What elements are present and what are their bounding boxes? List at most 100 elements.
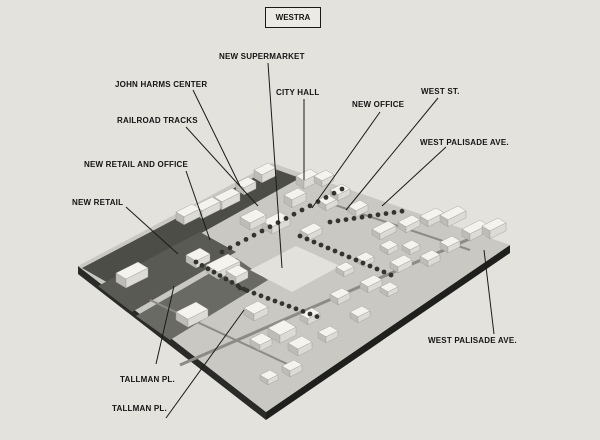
model-tree [351,216,357,221]
model-tree [367,263,373,269]
leader-new-office [311,111,381,209]
leader-john-harms-center [192,89,241,187]
model-tree [314,314,320,319]
model-tree [275,220,281,226]
model-building [175,301,209,328]
model-tree [219,249,225,255]
model-tree [286,303,292,309]
leader-new-retail [125,206,179,255]
street-tallman [149,299,301,371]
model-building [283,187,307,209]
model-tree [307,311,313,317]
town-plaza [250,246,340,292]
model-tree [383,211,389,217]
label-tallman-pl-1: TALLMAN PL. [120,375,175,384]
leader-new-retail-office [185,170,211,241]
model-building [379,281,399,298]
label-city-hall: CITY HALL [276,88,320,97]
model-tree [251,232,257,238]
model-tree [283,216,289,221]
model-tree [299,207,305,213]
leader-tallman-1 [155,285,175,365]
model-tree [335,218,341,224]
label-west-palisade-ave-top: WEST PALISADE AVE. [420,138,509,147]
model-tree [267,224,273,230]
label-new-supermarket: NEW SUPERMARKET [219,52,305,61]
model-building [355,251,375,268]
model-tree [293,306,299,312]
model-tree [235,283,241,289]
model-tree [241,286,247,292]
model-tree [374,266,380,272]
model-building [115,261,149,289]
model-tree [297,233,303,239]
label-john-harms-center: JOHN HARMS CENTER [115,80,208,89]
model-building [249,332,273,352]
model-tree [391,210,397,215]
model-building [185,247,211,269]
model-tree [331,190,337,196]
leader-new-supermarket [267,62,283,269]
leader-tallman-2 [165,309,245,419]
model-tree [229,280,235,285]
leader-west-palisade-right [483,249,495,335]
model-building [287,335,313,357]
railroad-strip [82,168,300,284]
model-tree [217,273,223,278]
model-tree [272,298,278,304]
model-building [243,300,269,322]
model-building [225,264,249,285]
model-tree [205,266,211,272]
model-tree [223,276,229,282]
model-building [481,217,507,240]
model-tree [243,237,249,242]
model-tree [199,263,205,268]
model-tree [323,195,329,200]
model-tree [339,251,345,257]
model-tree [367,213,373,219]
label-railroad-tracks: RAILROAD TRACKS [117,116,198,125]
model-building [329,287,351,306]
model-tree [332,248,338,254]
model-tree [318,242,324,248]
model-buildings [115,162,507,386]
model-tree [325,245,331,251]
model-building [397,214,421,234]
model-building [359,274,383,294]
model-building [439,235,461,254]
label-new-retail-and-office: NEW RETAIL AND OFFICE [84,160,189,169]
model-building [371,220,397,241]
model-tree [304,236,310,242]
model-tree [343,217,349,223]
leader-railroad-tracks [185,126,259,207]
model-tree [311,239,317,245]
model-building [419,249,441,268]
model-building [253,162,277,184]
model-trees [193,186,405,319]
model-tree [327,219,333,225]
diagram-title: WESTRA [265,7,321,28]
model-building [267,319,297,344]
model-tree [235,241,241,247]
leader-lines [125,62,495,419]
label-new-office: NEW OFFICE [352,100,405,109]
model-building [259,369,279,386]
model-base-right-side [266,245,510,420]
model-building [379,239,399,256]
model-tree [259,228,265,234]
model-tree [265,296,271,301]
model-building [317,325,339,344]
model-building [349,305,371,324]
label-new-retail: NEW RETAIL [72,198,124,207]
model-tree [300,309,306,314]
model-building [389,254,413,274]
model-tree [307,203,313,209]
label-west-palisade-ave-right: WEST PALISADE AVE. [428,336,517,345]
model-tree [388,272,394,278]
model-building [239,208,267,231]
model-tree [346,254,352,260]
model-tree [339,186,345,192]
model-building [347,199,369,218]
